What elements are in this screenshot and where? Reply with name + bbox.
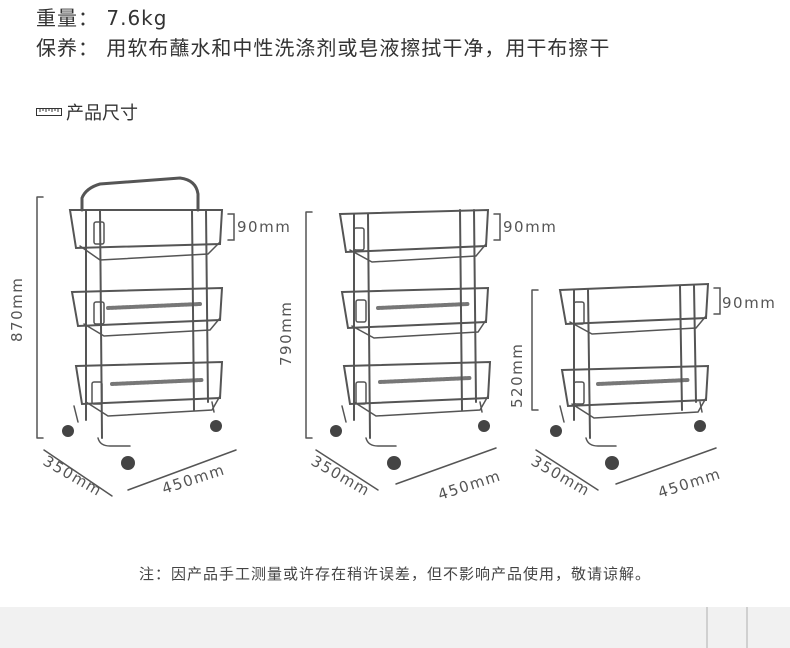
section-heading: 产品尺寸	[36, 99, 138, 125]
cart-1-basket-label: 90mm	[237, 218, 291, 236]
spec-weight-label: 重量：	[36, 6, 99, 30]
spec-care-label: 保养：	[36, 36, 99, 60]
cart-3-depth-label: 350mm	[528, 452, 594, 500]
spec-care: 保养： 用软布蘸水和中性洗涤剂或皂液擦拭干净，用干布擦干	[36, 32, 610, 61]
cart-2-width-label: 450mm	[436, 466, 504, 503]
footnote: 注：因产品手工测量或许存在稍许误差，但不影响产品使用，敬请谅解。	[138, 565, 651, 583]
band-divider-right	[746, 607, 748, 648]
spec-care-value: 用软布蘸水和中性洗涤剂或皂液擦拭干净，用干布擦干	[106, 36, 611, 60]
cart-3-illustration	[531, 282, 721, 491]
ruler-icon	[36, 108, 62, 116]
band-divider-left	[706, 607, 708, 648]
bottom-band	[0, 607, 790, 648]
cart-1-height-label: 870mm	[8, 277, 26, 342]
dimension-diagram: 870mm 90mm 350mm 450mm 790mm 90mm 350mm …	[8, 176, 776, 504]
cart-2-illustration	[305, 208, 501, 491]
section-title: 产品尺寸	[66, 103, 138, 124]
cart-3-width-label: 450mm	[656, 464, 724, 501]
spec-weight: 重量： 7.6kg	[36, 2, 167, 31]
cart-2-depth-label: 350mm	[308, 452, 374, 500]
spec-weight-value: 7.6kg	[106, 6, 168, 30]
cart-2-basket-label: 90mm	[503, 218, 557, 236]
cart-1-illustration	[36, 176, 237, 497]
cart-1-depth-label: 350mm	[40, 452, 106, 500]
cart-2-height-label: 790mm	[277, 301, 295, 366]
cart-3-height-label: 520mm	[508, 343, 526, 408]
cart-3-basket-label: 90mm	[722, 294, 776, 312]
